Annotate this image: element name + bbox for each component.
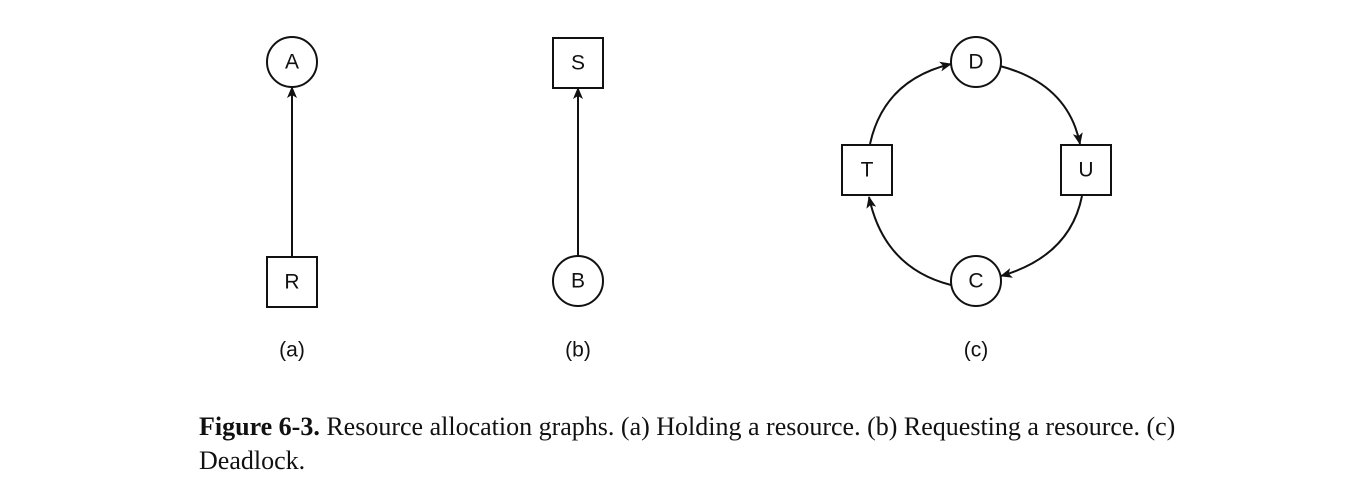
node-a: A <box>266 36 318 88</box>
figure-number: Figure 6-3. <box>199 412 320 441</box>
process-circle <box>552 255 604 307</box>
node-label: C <box>968 270 983 293</box>
node-b: B <box>552 255 604 307</box>
resource-square <box>1060 144 1112 196</box>
panel-label: (a) <box>279 339 305 362</box>
edge-c-to-t <box>866 196 952 286</box>
node-label: B <box>571 270 585 293</box>
figure-caption: Figure 6-3. Resource allocation graphs. … <box>199 410 1199 478</box>
node-c: C <box>950 255 1002 307</box>
process-circle <box>266 36 318 88</box>
resource-square <box>552 37 604 89</box>
panel-c: D U C T (c) <box>841 36 1112 362</box>
process-circle <box>950 36 1002 88</box>
panel-b: S B (b) <box>552 37 604 362</box>
node-u: U <box>1060 144 1112 196</box>
node-t: T <box>841 144 893 196</box>
resource-square <box>841 144 893 196</box>
node-label: S <box>571 52 585 75</box>
panel-a: A R (a) <box>266 36 318 362</box>
edge-d-to-u <box>999 65 1083 145</box>
node-label: D <box>968 51 983 74</box>
process-circle <box>950 255 1002 307</box>
panel-label: (c) <box>964 339 989 362</box>
edge-u-to-c <box>1000 195 1083 278</box>
node-label: R <box>284 271 299 294</box>
node-label: A <box>285 51 299 74</box>
resource-square <box>266 256 318 308</box>
panel-label: (b) <box>565 339 591 362</box>
node-r: R <box>266 256 318 308</box>
caption-text: Resource allocation graphs. (a) Holding … <box>199 412 1176 475</box>
node-s: S <box>552 37 604 89</box>
resource-allocation-diagram: A R (a) S B (b) D U <box>266 36 1112 362</box>
node-d: D <box>950 36 1002 88</box>
node-label: U <box>1078 159 1093 182</box>
node-label: T <box>861 159 874 182</box>
edge-t-to-d <box>869 61 952 145</box>
